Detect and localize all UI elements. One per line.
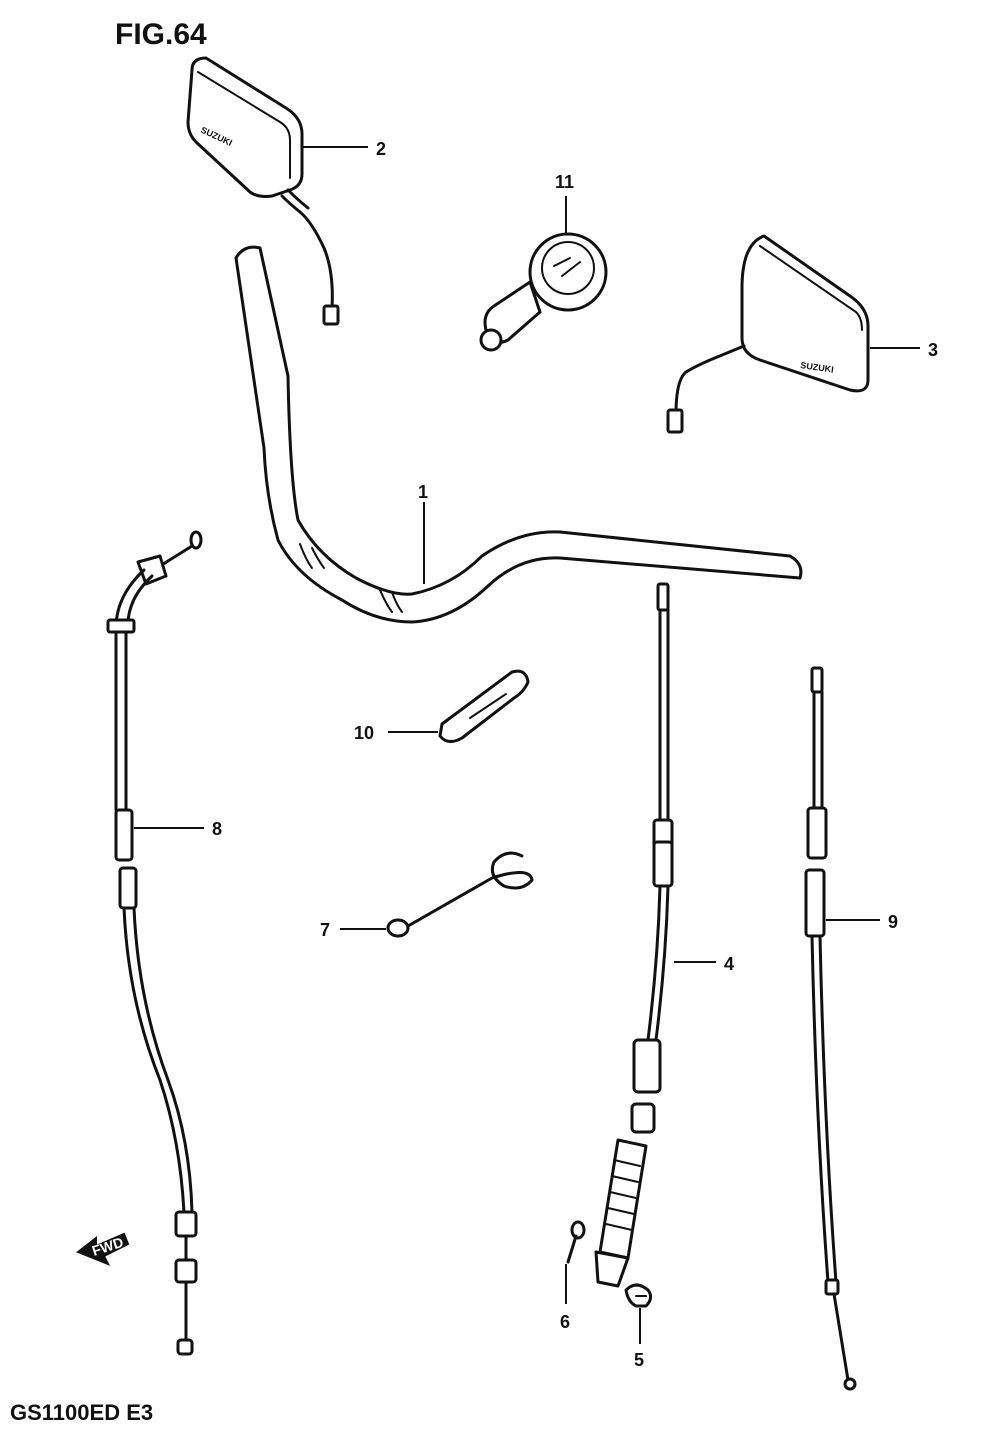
cable-clamp[interactable] [438, 669, 530, 743]
callout-9: 9 [888, 912, 898, 932]
nut[interactable] [624, 1283, 653, 1308]
right-mirror-badge: SUZUKI [800, 360, 835, 375]
callout-11: 11 [555, 172, 574, 192]
clutch-cable[interactable] [594, 582, 674, 1288]
callout-8: 8 [212, 819, 222, 839]
right-mirror[interactable]: SUZUKI [666, 234, 870, 434]
callout-1: 1 [418, 482, 428, 502]
callout-2: 2 [376, 139, 386, 159]
callout-7: 7 [320, 920, 330, 940]
throttle-cable[interactable] [106, 530, 203, 1356]
figure-title: FIG.64 [115, 18, 207, 51]
gauge-meter[interactable] [479, 232, 608, 352]
callout-6: 6 [560, 1312, 570, 1332]
handlebar[interactable] [234, 245, 803, 624]
bolt[interactable] [566, 1220, 586, 1264]
callout-4: 4 [724, 954, 734, 974]
wire-clip[interactable] [386, 851, 534, 938]
model-code: GS1100ED E3 [10, 1400, 153, 1425]
left-mirror[interactable]: SUZUKI [186, 56, 340, 326]
callout-5: 5 [634, 1350, 644, 1370]
cable-9[interactable] [804, 666, 857, 1391]
fwd-arrow: FWD [76, 1232, 130, 1266]
callout-3: 3 [928, 340, 938, 360]
callout-10: 10 [354, 723, 374, 743]
